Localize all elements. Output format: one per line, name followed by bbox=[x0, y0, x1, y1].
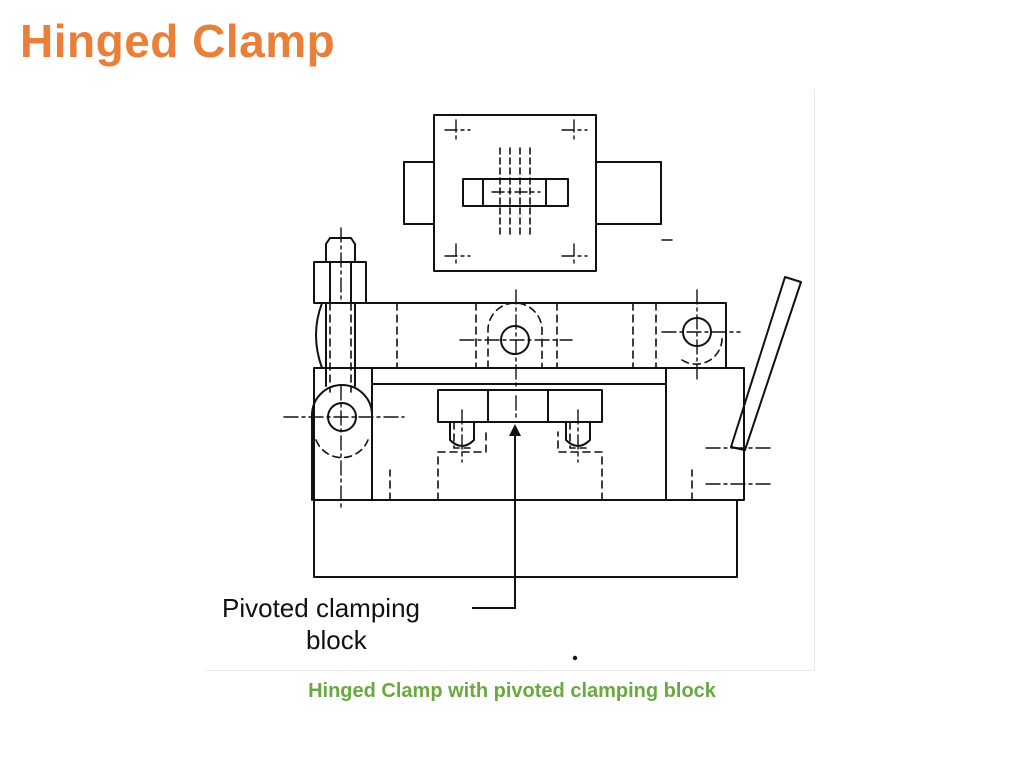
figure-frame bbox=[206, 90, 815, 671]
left-upright bbox=[313, 367, 373, 501]
plan-view-plate bbox=[433, 114, 597, 272]
figure-caption: Hinged Clamp with pivoted clamping block bbox=[308, 680, 716, 702]
plan-view bbox=[403, 114, 662, 272]
front-view-centerlines bbox=[283, 227, 771, 511]
front-view-hidden-lines bbox=[315, 302, 745, 501]
clamp-nut bbox=[313, 261, 367, 304]
slide-title: Hinged Clamp bbox=[20, 15, 336, 67]
clamping-strap bbox=[315, 302, 727, 369]
front-view bbox=[311, 237, 802, 578]
plan-view-centerlines bbox=[444, 119, 673, 267]
base-plate bbox=[313, 499, 738, 578]
swing-bolt-eye bbox=[311, 384, 373, 501]
callout-line-2: block bbox=[306, 625, 367, 655]
callout-leader bbox=[472, 432, 516, 609]
pivoted-clamping-block-label: Pivoted clamping block bbox=[222, 592, 420, 656]
pivoted-clamping-block bbox=[437, 389, 603, 423]
right-upright bbox=[665, 367, 745, 501]
hinged-lever bbox=[730, 276, 802, 451]
callout-arrowhead bbox=[509, 424, 521, 436]
callout-line-1: Pivoted clamping bbox=[222, 593, 420, 623]
plan-view-slot bbox=[462, 178, 569, 207]
